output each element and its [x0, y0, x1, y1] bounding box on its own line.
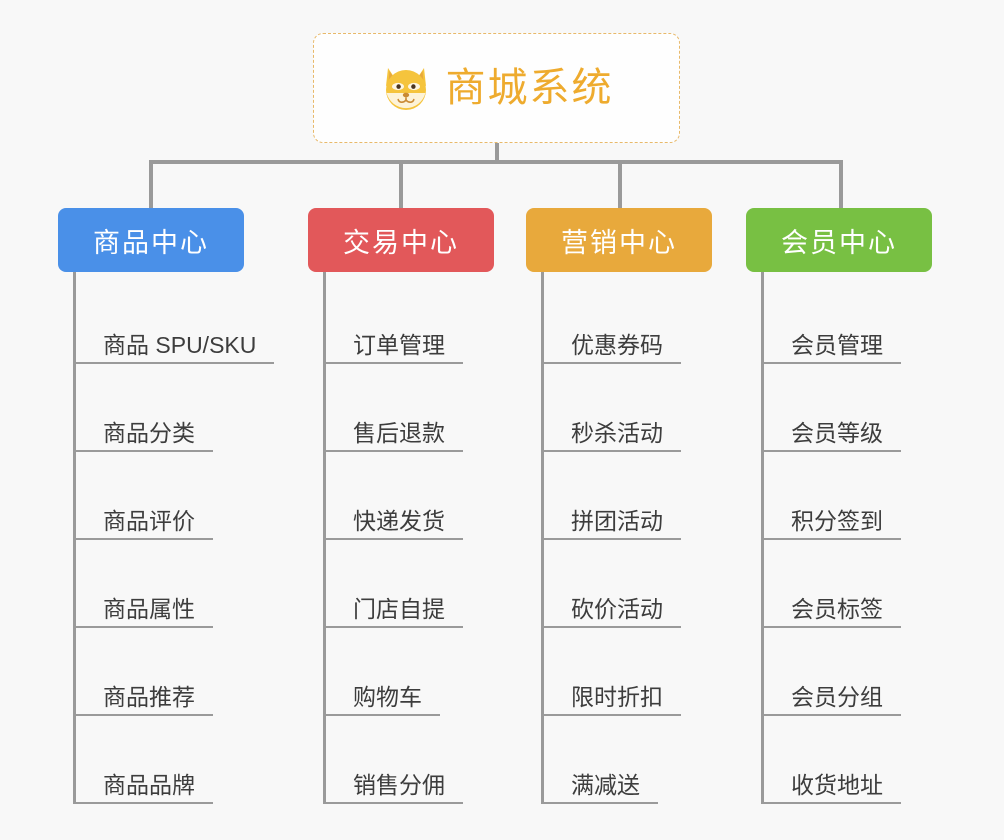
leaf-item-label: 订单管理 [353, 332, 445, 358]
leaf-item-label: 快递发货 [353, 508, 445, 534]
category-box-member-center[interactable]: 会员中心 [746, 208, 932, 272]
connector-horizontal-bus [149, 160, 843, 164]
leaf-item[interactable]: 门店自提 [323, 596, 463, 628]
leaf-item[interactable]: 收货地址 [761, 772, 901, 804]
leaf-item-label: 会员标签 [791, 596, 883, 622]
leaf-item-label: 会员等级 [791, 420, 883, 446]
category-box-marketing-center[interactable]: 营销中心 [526, 208, 712, 272]
leaf-item-label: 限时折扣 [571, 684, 663, 710]
category-title: 会员中心 [781, 227, 897, 258]
leaf-item[interactable]: 会员管理 [761, 332, 901, 364]
leaf-item-label: 商品评价 [103, 508, 195, 534]
leaf-item[interactable]: 积分签到 [761, 508, 901, 540]
shiba-dog-face-icon [380, 62, 432, 114]
leaf-item-label: 秒杀活动 [571, 420, 663, 446]
root-title: 商城系统 [445, 66, 614, 110]
connector-drop-3 [618, 160, 622, 208]
leaf-item[interactable]: 拼团活动 [541, 508, 681, 540]
leaf-item-label: 门店自提 [353, 596, 445, 622]
leaf-item-label: 购物车 [353, 684, 422, 710]
leaf-item-label: 收货地址 [791, 772, 883, 798]
leaf-item[interactable]: 优惠券码 [541, 332, 681, 364]
leaf-item[interactable]: 快递发货 [323, 508, 463, 540]
category-title: 营销中心 [561, 227, 677, 258]
leaf-item-label: 销售分佣 [353, 772, 445, 798]
category-box-trade-center[interactable]: 交易中心 [308, 208, 494, 272]
leaf-item[interactable]: 砍价活动 [541, 596, 681, 628]
leaf-item[interactable]: 商品分类 [73, 420, 213, 452]
leaf-item[interactable]: 销售分佣 [323, 772, 463, 804]
leaf-item-label: 商品品牌 [103, 772, 195, 798]
category-title: 交易中心 [343, 227, 459, 258]
leaf-item[interactable]: 商品 SPU/SKU [73, 332, 274, 364]
leaf-item[interactable]: 订单管理 [323, 332, 463, 364]
leaf-item[interactable]: 商品属性 [73, 596, 213, 628]
leaf-item-label: 商品 SPU/SKU [103, 332, 257, 358]
leaf-item[interactable]: 会员分组 [761, 684, 901, 716]
leaf-item[interactable]: 秒杀活动 [541, 420, 681, 452]
leaf-item[interactable]: 购物车 [323, 684, 440, 716]
leaf-item[interactable]: 商品评价 [73, 508, 213, 540]
root-node[interactable]: 商城系统 [313, 33, 680, 143]
leaf-item-label: 砍价活动 [571, 596, 663, 622]
leaf-item-label: 拼团活动 [571, 508, 663, 534]
connector-root-stem [495, 143, 499, 164]
leaf-item-label: 售后退款 [353, 420, 445, 446]
leaf-item-label: 商品推荐 [103, 684, 195, 710]
leaf-item-label: 会员管理 [791, 332, 883, 358]
leaf-item[interactable]: 会员标签 [761, 596, 901, 628]
leaf-item-label: 满减送 [571, 772, 640, 798]
leaf-item[interactable]: 会员等级 [761, 420, 901, 452]
leaf-item[interactable]: 满减送 [541, 772, 658, 804]
leaf-item-label: 会员分组 [791, 684, 883, 710]
leaf-item[interactable]: 商品品牌 [73, 772, 213, 804]
connector-drop-1 [149, 160, 153, 208]
leaf-item[interactable]: 商品推荐 [73, 684, 213, 716]
leaf-item-label: 商品属性 [103, 596, 195, 622]
category-box-product-center[interactable]: 商品中心 [58, 208, 244, 272]
leaf-item-label: 商品分类 [103, 420, 195, 446]
category-title: 商品中心 [93, 227, 209, 258]
leaf-item[interactable]: 售后退款 [323, 420, 463, 452]
leaf-item-label: 优惠券码 [571, 332, 663, 358]
leaf-item-label: 积分签到 [791, 508, 883, 534]
connector-drop-2 [399, 160, 403, 208]
leaf-item[interactable]: 限时折扣 [541, 684, 681, 716]
connector-drop-4 [839, 160, 843, 208]
